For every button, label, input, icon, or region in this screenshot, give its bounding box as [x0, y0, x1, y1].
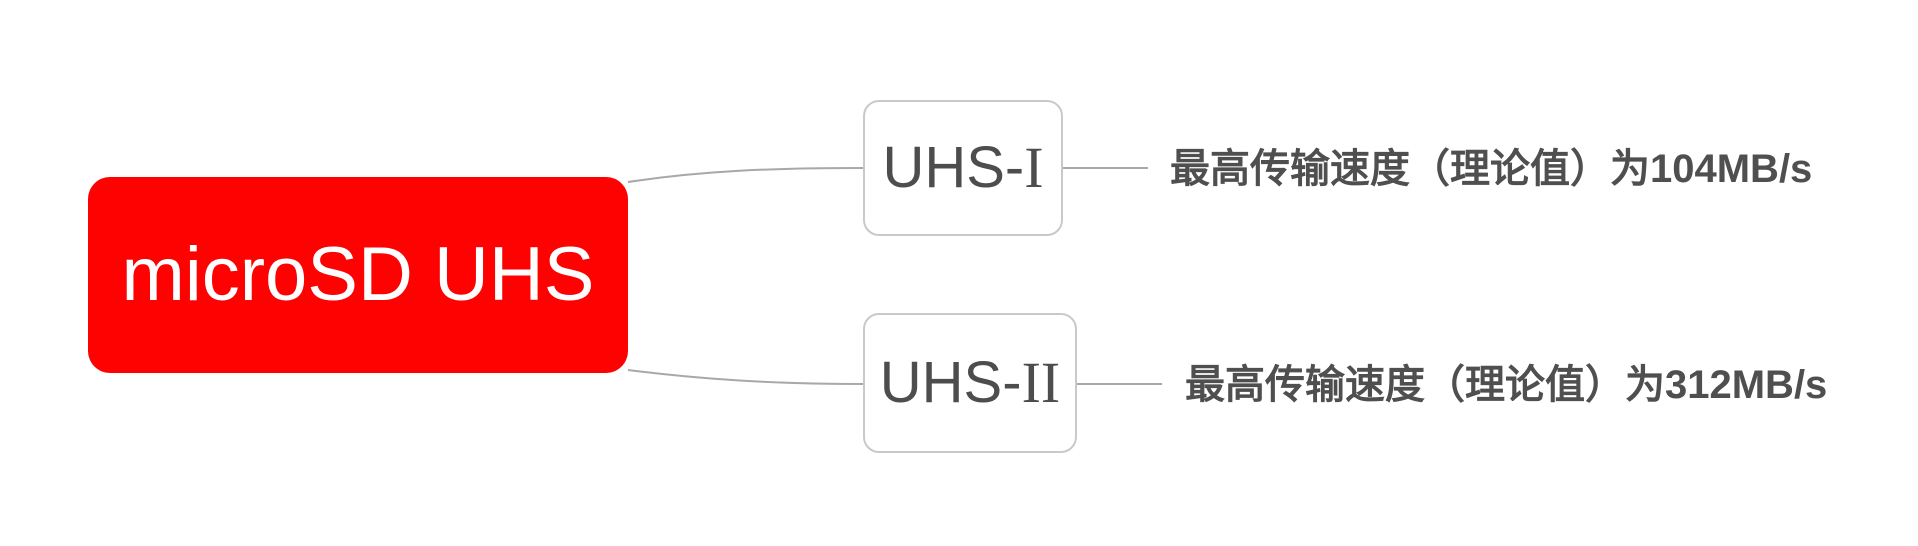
node-uhs-i-prefix: UHS-: [882, 135, 1025, 200]
connector-root-to-uhs1: [627, 167, 864, 183]
node-uhs-ii-numeral: II: [1021, 350, 1061, 415]
root-node-label: microSD UHS: [121, 232, 595, 317]
node-uhs-ii-prefix: UHS-: [879, 350, 1022, 415]
node-uhs-ii-label: UHS-II: [880, 354, 1060, 412]
connector-root-to-uhs2: [627, 369, 864, 385]
node-uhs-ii[interactable]: UHS-II: [863, 313, 1077, 453]
node-uhs-i-label: UHS-I: [882, 139, 1043, 197]
detail-uhs-ii-speed[interactable]: 最高传输速度（理论值）为312MB/s: [1185, 363, 1828, 407]
root-node-microsd-uhs[interactable]: microSD UHS: [88, 177, 628, 373]
node-uhs-i-numeral: I: [1024, 135, 1044, 200]
detail-uhs-i-speed[interactable]: 最高传输速度（理论值）为104MB/s: [1170, 147, 1813, 191]
node-uhs-i[interactable]: UHS-I: [863, 100, 1063, 236]
